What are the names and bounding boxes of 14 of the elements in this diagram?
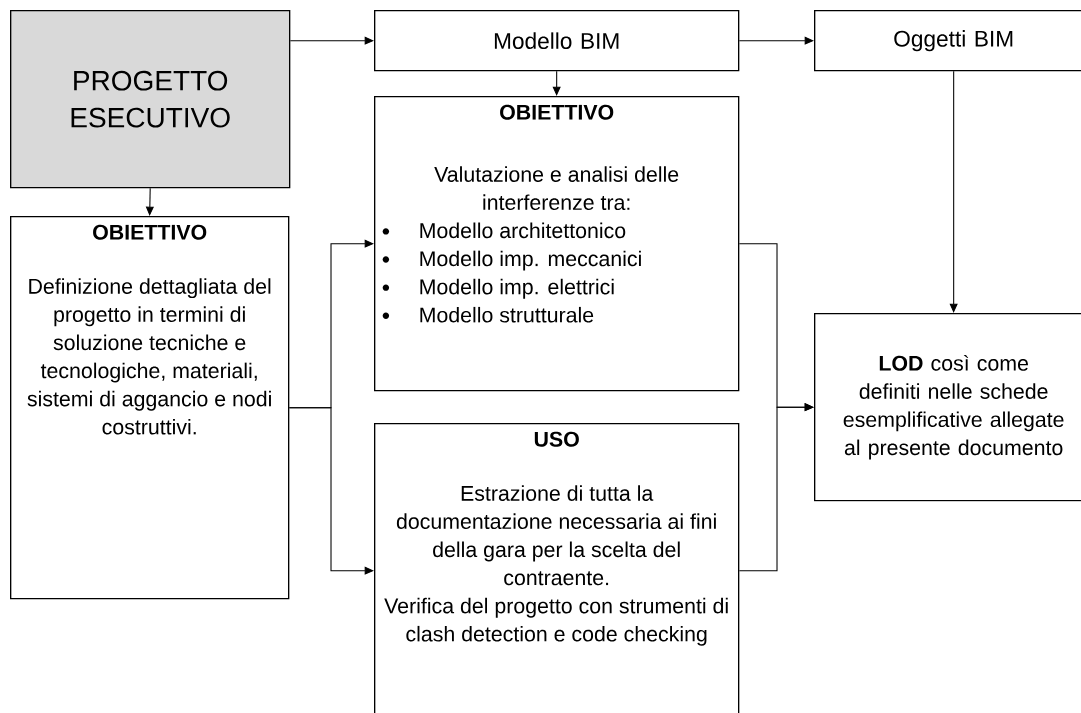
process-box: Oggetti BIM	[814, 10, 1081, 72]
arrow	[552, 70, 561, 96]
arrow	[949, 70, 958, 313]
text-box: LOD così come definiti nelle schede esemplificative allegate al presente documento	[814, 313, 1081, 502]
process-box: Modello BIM	[374, 10, 740, 72]
arrow	[289, 36, 374, 45]
process-box: PROGETTO ESECUTIVO	[10, 10, 291, 189]
text-box: OBIETTIVO Definizione dettagliata del progetto in termini di soluzione tecniche e tecnologiche, materiali, sistemi di aggancio e nodi costruttivi.	[10, 216, 290, 600]
text-box: OBIETTIVO Valutazione e analisi delle interferenze tra: Modello architettonico Modello imp. meccanici Modello imp. elettrici Modello strutturale	[374, 96, 740, 392]
arrow	[738, 403, 814, 572]
text-box: USO Estrazione di tutta la documentazione necessaria ai fini della gara per la scelta del contraente. Verifica del progetto con strumenti di clash detection e code checking	[374, 423, 740, 713]
arrow	[288, 407, 374, 575]
arrow	[738, 36, 814, 45]
arrow	[145, 187, 154, 216]
